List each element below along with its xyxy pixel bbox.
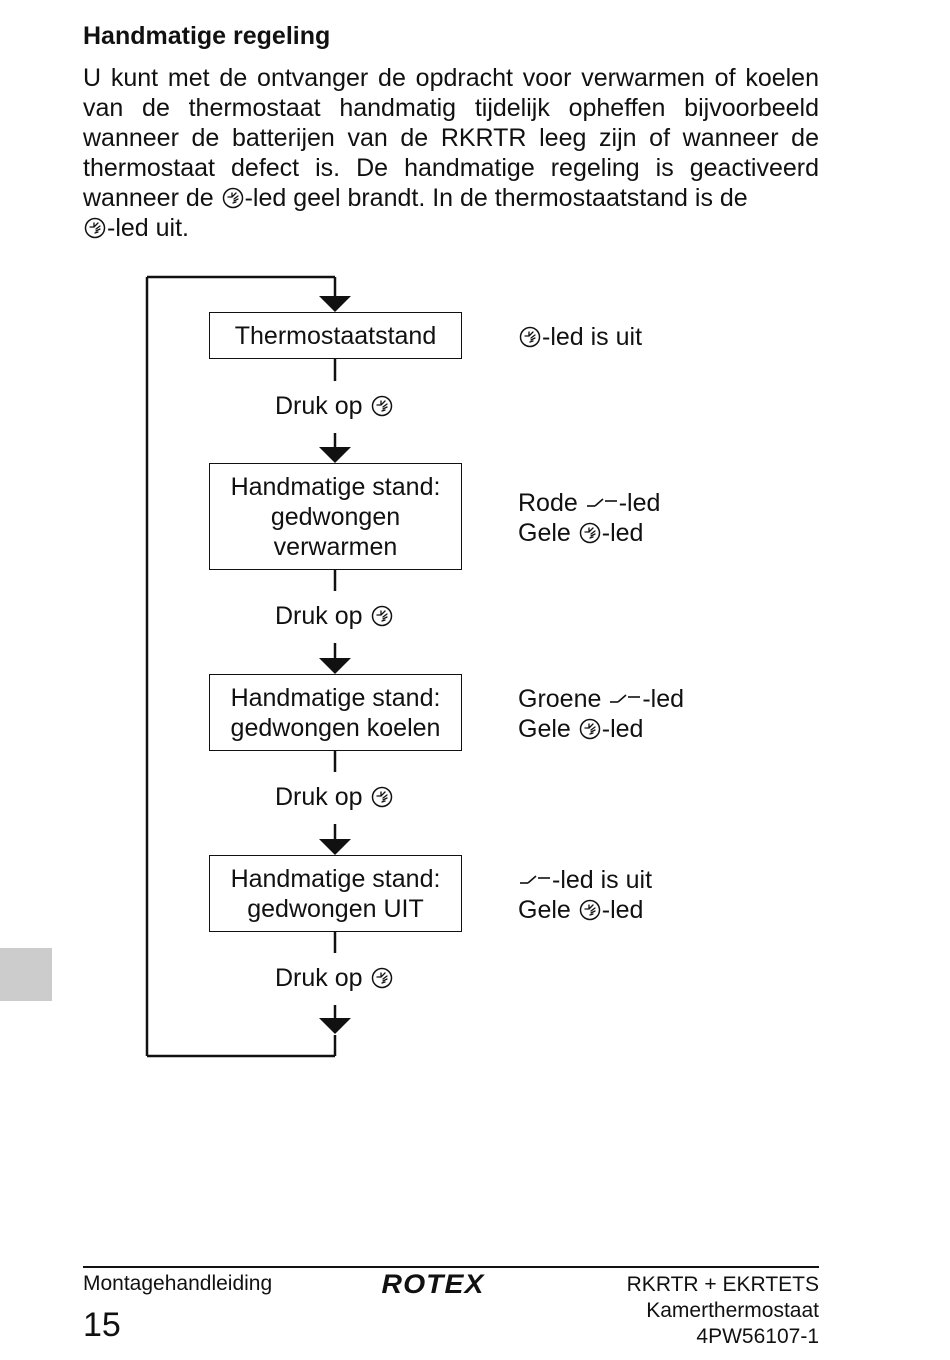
switch-icon <box>608 685 642 713</box>
led-status-text: -led <box>601 715 644 743</box>
flow-step-label: Handmatige stand: <box>230 472 441 501</box>
hand-icon <box>578 519 602 547</box>
led-status: -led is uit <box>518 322 642 352</box>
press-instruction: Druk op <box>275 391 394 421</box>
switch-icon <box>585 489 619 517</box>
led-status-line: -led is uit <box>518 322 642 352</box>
led-status-text: Gele <box>518 715 578 743</box>
press-instruction: Druk op <box>275 782 394 812</box>
led-status-line: Gele -led <box>518 895 652 925</box>
footer-product-line: RKRTR + EKRTETS <box>626 1273 819 1296</box>
footer-divider <box>83 1266 819 1268</box>
flow-step-label: Handmatige stand: <box>230 683 441 712</box>
led-status-text: Gele <box>518 896 578 924</box>
flow-step-box: Thermostaatstand <box>209 312 462 359</box>
section-heading: Handmatige regeling <box>83 22 331 50</box>
press-instruction: Druk op <box>275 963 394 993</box>
footer-product-line: Kamerthermostaat <box>646 1299 819 1322</box>
flow-step-label: Thermostaatstand <box>234 321 437 350</box>
led-status-line: Groene -led <box>518 684 684 714</box>
flow-step-box: Handmatige stand:gedwongen UIT <box>209 855 462 932</box>
press-label: Druk op <box>275 602 363 630</box>
hand-icon <box>578 715 602 743</box>
hand-icon <box>221 184 245 212</box>
led-status-text: -led <box>601 519 644 547</box>
hand-icon <box>363 783 394 811</box>
flow-step-label: gedwongen <box>270 502 401 531</box>
led-status-text: Groene <box>518 685 609 713</box>
hand-icon <box>518 323 542 351</box>
arrow-down-icon <box>319 296 351 312</box>
flow-step-label: gedwongen koelen <box>230 713 441 742</box>
led-status-line: -led is uit <box>518 865 652 895</box>
press-label: Druk op <box>275 783 363 811</box>
intro-text-3: -led uit. <box>107 214 189 242</box>
page-number: 15 <box>83 1306 121 1344</box>
flow-step-label: gedwongen UIT <box>247 894 424 923</box>
led-status-text: Rode <box>518 489 585 517</box>
led-status-text: -led <box>601 896 644 924</box>
led-status-line: Gele -led <box>518 714 684 744</box>
section-tab <box>0 948 52 1001</box>
arrow-down-icon <box>319 447 351 463</box>
hand-icon <box>363 602 394 630</box>
led-status-text: Gele <box>518 519 578 547</box>
led-status-text: -led <box>618 489 661 517</box>
footer-doc-type: Montagehandleiding <box>83 1272 273 1295</box>
arrow-down-icon <box>319 1018 351 1034</box>
hand-icon <box>83 214 107 242</box>
hand-icon <box>578 896 602 924</box>
flow-step-label: Handmatige stand: <box>230 864 441 893</box>
press-instruction: Druk op <box>275 601 394 631</box>
brand-logo: ROTEX <box>381 1269 485 1299</box>
footer-product-info: RKRTR + EKRTETS Kamerthermostaat 4PW5610… <box>627 1272 819 1350</box>
led-status-line: Gele -led <box>518 518 660 548</box>
led-status-text: -led is uit <box>542 323 643 351</box>
hand-icon <box>363 392 394 420</box>
intro-text-2: -led geel brandt. In de thermostaatstand… <box>244 184 748 212</box>
footer-product-line: 4PW56107-1 <box>696 1325 819 1348</box>
hand-icon <box>363 964 394 992</box>
intro-text-1: U kunt met de ontvanger de opdracht voor… <box>83 64 819 212</box>
flow-step-box: Handmatige stand:gedwongen koelen <box>209 674 462 751</box>
arrow-down-icon <box>319 658 351 674</box>
intro-paragraph: U kunt met de ontvanger de opdracht voor… <box>83 63 819 243</box>
led-status-text: -led <box>642 685 685 713</box>
flow-step-label: verwarmen <box>273 532 398 561</box>
led-status-text: -led is uit <box>552 866 653 894</box>
press-label: Druk op <box>275 392 363 420</box>
press-label: Druk op <box>275 964 363 992</box>
led-status-line: Rode -led <box>518 488 660 518</box>
switch-icon <box>518 866 552 894</box>
arrow-down-icon <box>319 839 351 855</box>
flow-lines <box>145 275 351 1058</box>
